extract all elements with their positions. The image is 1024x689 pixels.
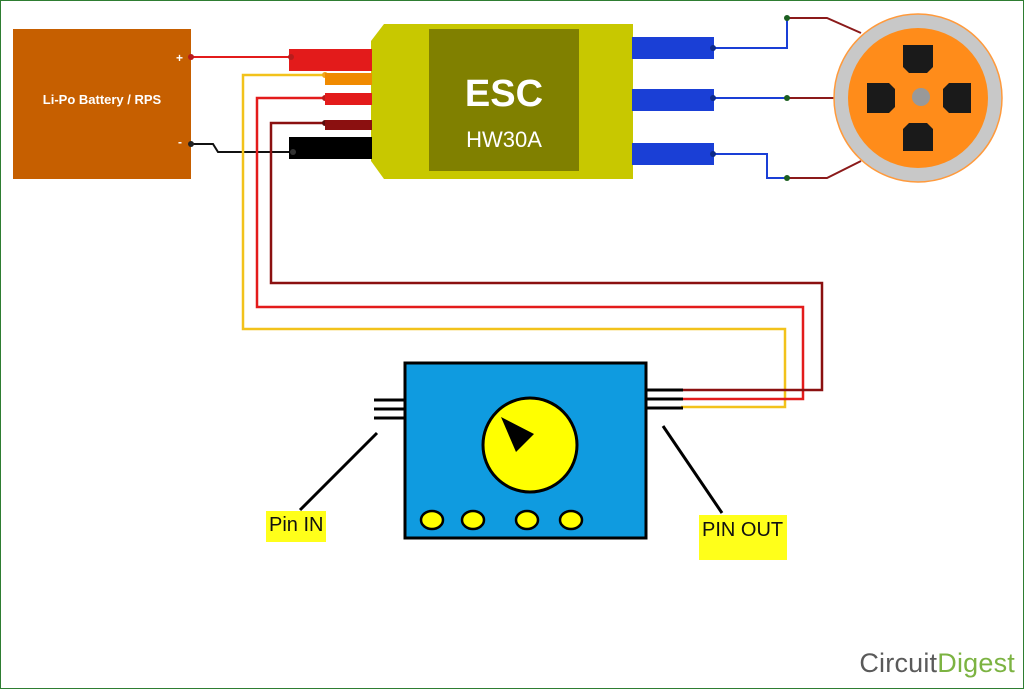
knob-pointer-icon bbox=[501, 417, 534, 452]
junction-dot bbox=[784, 95, 790, 101]
esc-label-panel bbox=[429, 29, 579, 171]
power-wire-red bbox=[255, 96, 805, 401]
motor-pole-bottom bbox=[903, 123, 933, 151]
ground-wire-dark-red bbox=[269, 121, 824, 392]
junction-dot bbox=[784, 15, 790, 21]
pin-out-label: PIN OUT bbox=[699, 515, 788, 560]
junction-dot bbox=[188, 54, 194, 60]
junction-dot bbox=[188, 141, 194, 147]
battery-block bbox=[13, 29, 191, 179]
tester-led bbox=[558, 509, 584, 531]
brand-logo: CircuitDigest bbox=[859, 648, 1015, 679]
junction-dot bbox=[710, 151, 716, 157]
tester-led bbox=[514, 509, 540, 531]
motor-phase-wire-3 bbox=[714, 153, 787, 179]
tester-led bbox=[419, 509, 445, 531]
junction-dot bbox=[784, 175, 790, 181]
motor-pole-top bbox=[903, 45, 933, 73]
battery-negative-wire bbox=[191, 143, 293, 153]
motor-phase-wire-1 bbox=[714, 18, 788, 49]
brand-logo-part1: Circuit bbox=[859, 648, 938, 678]
pin-in-pointer bbox=[298, 431, 379, 512]
esc-lead-orange bbox=[325, 73, 372, 85]
junction-dot bbox=[288, 54, 294, 60]
battery-positive-terminal: + bbox=[176, 51, 184, 65]
esc-output-lead-3 bbox=[632, 143, 714, 165]
pin-out-pointer bbox=[661, 425, 724, 514]
pin-in-label: Pin IN bbox=[266, 511, 327, 542]
esc-lead-red-small bbox=[325, 93, 372, 105]
brand-logo-part2: Digest bbox=[937, 648, 1015, 678]
junction-dot bbox=[710, 95, 716, 101]
esc-output-lead-2 bbox=[632, 89, 714, 111]
esc-model: HW30A bbox=[466, 127, 542, 152]
motor-wire-3 bbox=[787, 160, 862, 179]
esc-lead-red bbox=[289, 49, 372, 71]
battery-negative-terminal: - bbox=[178, 135, 182, 149]
motor-pole-right bbox=[943, 83, 971, 113]
signal-wire-yellow bbox=[241, 73, 787, 409]
esc-output-lead-1 bbox=[632, 37, 714, 59]
motor-pole-left bbox=[867, 83, 895, 113]
esc-lead-dark-red bbox=[325, 120, 372, 130]
esc-lead-black bbox=[289, 137, 372, 159]
tester-led bbox=[460, 509, 486, 531]
battery-label: Li-Po Battery / RPS bbox=[42, 92, 162, 107]
junction-dot bbox=[710, 45, 716, 51]
motor-hub bbox=[912, 88, 930, 106]
tester-knob bbox=[481, 396, 579, 494]
esc-title: ESC bbox=[464, 73, 544, 115]
motor-wire-1 bbox=[787, 17, 862, 34]
junction-dot bbox=[290, 149, 296, 155]
